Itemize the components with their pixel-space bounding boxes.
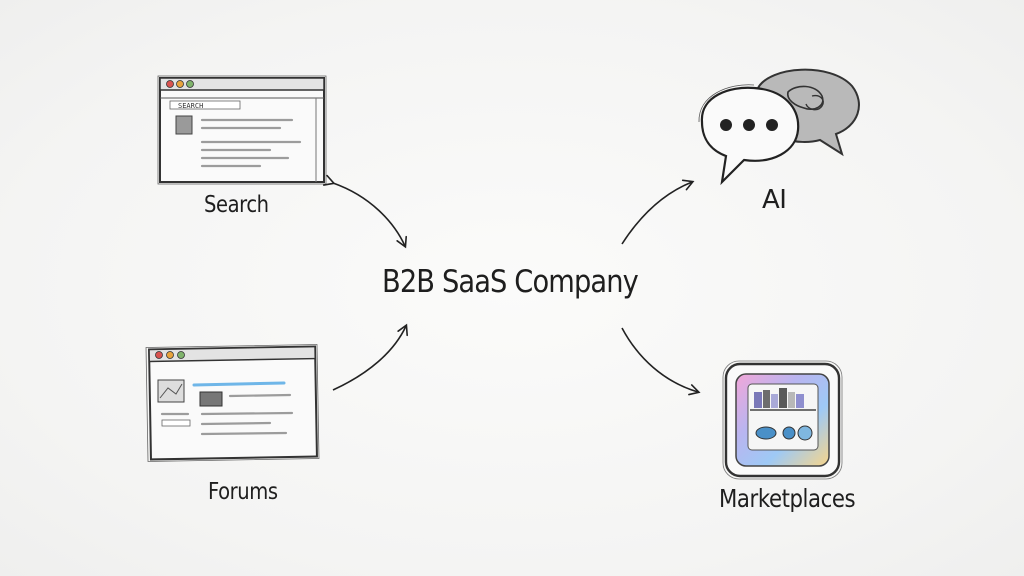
app-store-icon: [722, 360, 843, 480]
search-box-sketch: [169, 100, 241, 110]
window-minimize-dot: [176, 80, 184, 88]
arrow-center-ai: [621, 179, 695, 245]
search-browser-icon: SEARCH: [157, 75, 327, 185]
window-maximize-dot: [186, 80, 194, 88]
marketplaces-node-label: Marketplaces: [719, 484, 856, 513]
thumbnail-sketch: [175, 115, 193, 135]
forums-node-label: Forums: [208, 479, 278, 505]
highlight-bar: [192, 381, 286, 387]
search-box-text: SEARCH: [178, 102, 203, 110]
window-close-dot: [166, 80, 174, 88]
ai-node-label: AI: [762, 185, 787, 215]
arrow-search-center: [322, 174, 408, 249]
avatar-sketch: [157, 379, 185, 403]
image-sketch: [199, 391, 223, 407]
window-minimize-dot: [166, 351, 174, 359]
window-maximize-dot: [177, 351, 185, 359]
arrow-center-marketplaces: [621, 327, 701, 396]
forums-browser-icon: [145, 344, 320, 462]
search-node-label: Search: [204, 192, 269, 218]
window-close-dot: [155, 351, 163, 359]
center-node-label: B2B SaaS Company: [382, 264, 639, 300]
arrow-forums-center: [332, 323, 408, 391]
chat-bubbles-icon: [698, 68, 860, 186]
